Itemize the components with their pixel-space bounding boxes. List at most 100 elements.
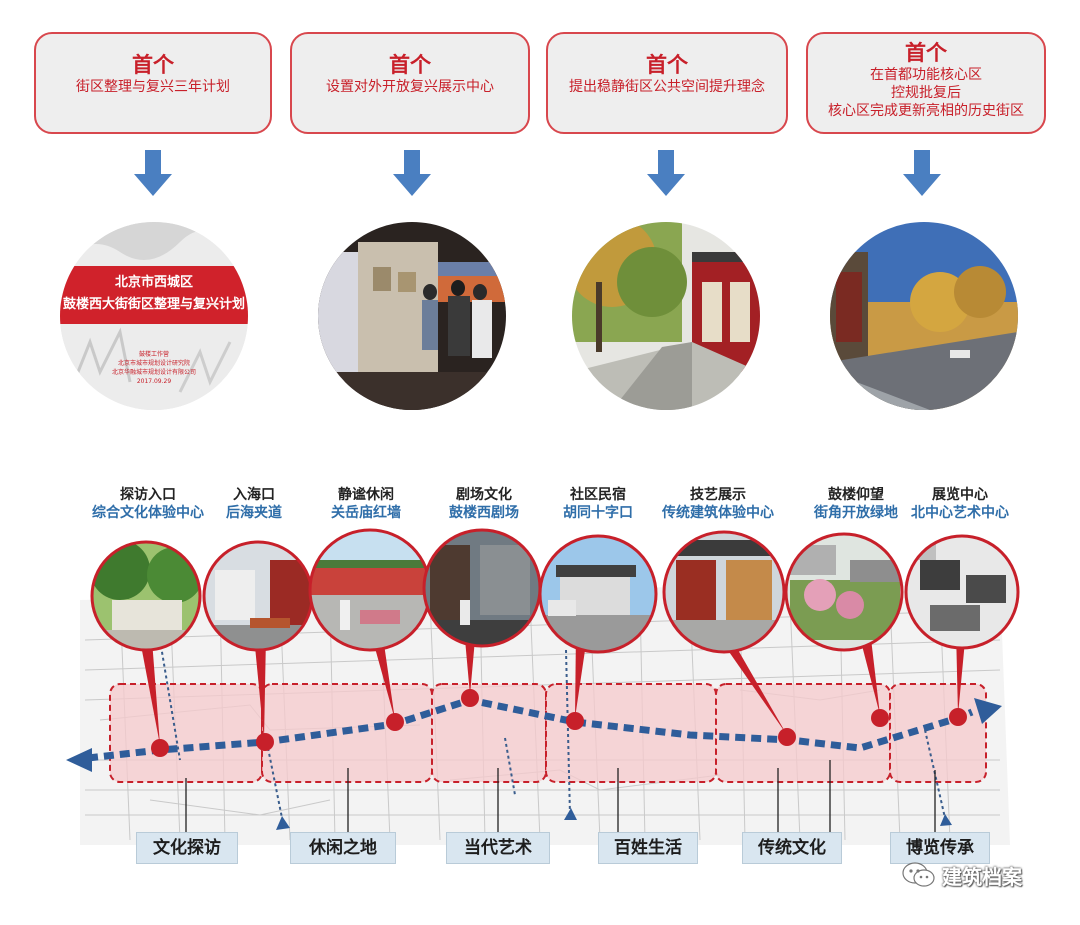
stop-name: 展览中心 (932, 487, 988, 503)
zone-label-6: 博览传承 (890, 832, 990, 864)
stop-name: 探访入口 (120, 487, 176, 503)
stop-circle (90, 540, 202, 652)
route-point (386, 713, 404, 731)
stop-label-5: 社区民宿 胡同十字口 (530, 486, 666, 522)
pin-tail (718, 636, 787, 735)
pin-tail (858, 630, 880, 715)
route-point (151, 739, 169, 757)
stop-place: 街角开放绿地 (814, 505, 898, 521)
milestone-box-2: 首个 设置对外开放复兴展示中心 (290, 32, 530, 134)
zone-rect (715, 683, 891, 783)
stop-name: 剧场文化 (456, 487, 512, 503)
down-arrow-icon (134, 150, 172, 196)
milestone-box-3: 首个 提出稳静街区公共空间提升理念 (546, 32, 788, 134)
leader-arrow-icon (276, 816, 290, 830)
pin-tail (464, 628, 476, 695)
milestone-desc: 控规批复后 (891, 85, 961, 101)
route-point (778, 728, 796, 746)
stop-label-7: 鼓楼仰望 街角开放绿地 (788, 486, 924, 522)
zone-label-1: 文化探访 (136, 832, 238, 864)
stop-circle (662, 530, 786, 654)
zone-label-3: 当代艺术 (446, 832, 550, 864)
plan-poster-photo: 北京市西城区 鼓楼西大街街区整理与复兴计划 鼓楼工作营 北京市城市规划设计研究院… (60, 222, 248, 410)
route-point (566, 712, 584, 730)
leader-line (159, 639, 181, 761)
watermark: 建筑档案 (902, 858, 1022, 892)
zone-rect (261, 683, 433, 783)
stop-label-4: 剧场文化 鼓楼西剧场 (416, 486, 552, 522)
pin-tail (370, 630, 395, 720)
stop-place: 鼓楼西剧场 (449, 505, 519, 521)
pin-tail (140, 640, 160, 745)
stop-circle (904, 534, 1020, 650)
down-arrow-icon (647, 150, 685, 196)
milestone-desc: 设置对外开放复兴展示中心 (326, 79, 494, 95)
milestone-title: 首个 (389, 53, 431, 77)
poster-line2: 鼓楼西大街街区整理与复兴计划 (62, 297, 245, 312)
stop-label-2: 入海口 后海夹道 (186, 486, 322, 522)
stop-circle (308, 528, 432, 652)
down-arrow-icon (903, 150, 941, 196)
route-point (461, 689, 479, 707)
street-space-photo (572, 222, 760, 410)
milestone-desc: 在首都功能核心区 (870, 67, 982, 83)
historic-street-photo (830, 222, 1018, 410)
zone-label-2: 休闲之地 (290, 832, 396, 864)
leader-arrow-icon (940, 814, 952, 826)
poster-date: 2017.09.29 (136, 378, 172, 385)
exhibition-center-photo (318, 222, 506, 410)
poster-foot-line: 鼓楼工作营 (138, 351, 169, 358)
route-arrow-right-icon (974, 698, 1002, 724)
stop-name: 鼓楼仰望 (828, 487, 884, 503)
milestone-title: 首个 (132, 53, 174, 77)
zone-label-5: 传统文化 (742, 832, 842, 864)
route-point (256, 733, 274, 751)
stop-label-6: 技艺展示 传统建筑体验中心 (650, 486, 786, 522)
stop-circle (784, 532, 904, 652)
watermark-text: 建筑档案 (942, 864, 1022, 889)
poster-line1: 北京市西城区 (114, 275, 193, 290)
leader-line (267, 747, 283, 819)
zone-label-4: 百姓生活 (598, 832, 698, 864)
poster-foot-line: 北京华融城市规划设计有限公司 (111, 369, 196, 376)
route-point (949, 708, 967, 726)
milestone-box-4: 首个 在首都功能核心区 控规批复后 核心区完成更新亮相的历史街区 (806, 32, 1046, 134)
zones (109, 683, 987, 783)
down-arrow-icon (393, 150, 431, 196)
milestone-desc: 提出稳静街区公共空间提升理念 (569, 79, 765, 95)
street-plan (80, 580, 1010, 845)
stop-name: 社区民宿 (570, 487, 626, 503)
milestone-title: 首个 (646, 53, 688, 77)
milestone-title: 首个 (905, 41, 947, 65)
milestone-desc: 街区整理与复兴三年计划 (76, 79, 230, 95)
stop-place: 胡同十字口 (563, 505, 633, 521)
leader-arrow-icon (564, 808, 577, 820)
zone-rect (431, 683, 547, 783)
stop-circle (202, 540, 314, 652)
stop-name: 技艺展示 (690, 487, 746, 503)
leader-line (565, 649, 571, 816)
stop-place: 传统建筑体验中心 (662, 505, 774, 521)
stop-circle (538, 534, 658, 654)
milestone-box-1: 首个 街区整理与复兴三年计划 (34, 32, 272, 134)
poster-foot-line: 北京市城市规划设计研究院 (117, 360, 190, 367)
pin-tail (254, 636, 266, 740)
poster-footer: 鼓楼工作营 北京市城市规划设计研究院 北京华融城市规划设计有限公司 2017.0… (100, 350, 208, 386)
stop-render-circles (90, 528, 1020, 654)
milestone-desc: 核心区完成更新亮相的历史街区 (828, 103, 1024, 119)
zone-rect (109, 683, 263, 783)
leader-line (504, 737, 516, 796)
stop-place: 综合文化体验中心 (92, 505, 204, 521)
pin-tail (575, 630, 588, 718)
leader-line (924, 729, 946, 819)
stop-label-1: 探访入口 综合文化体验中心 (80, 486, 216, 522)
stop-place: 北中心艺术中心 (911, 505, 1009, 521)
route-arrow-left-icon (66, 748, 92, 772)
stop-circle (422, 528, 542, 648)
stop-place: 关岳庙红墙 (331, 505, 401, 521)
poster-banner: 北京市西城区 鼓楼西大街街区整理与复兴计划 (60, 266, 248, 324)
stop-name: 静谧休闲 (338, 487, 394, 503)
route-point (871, 709, 889, 727)
pin-tail (956, 630, 966, 715)
